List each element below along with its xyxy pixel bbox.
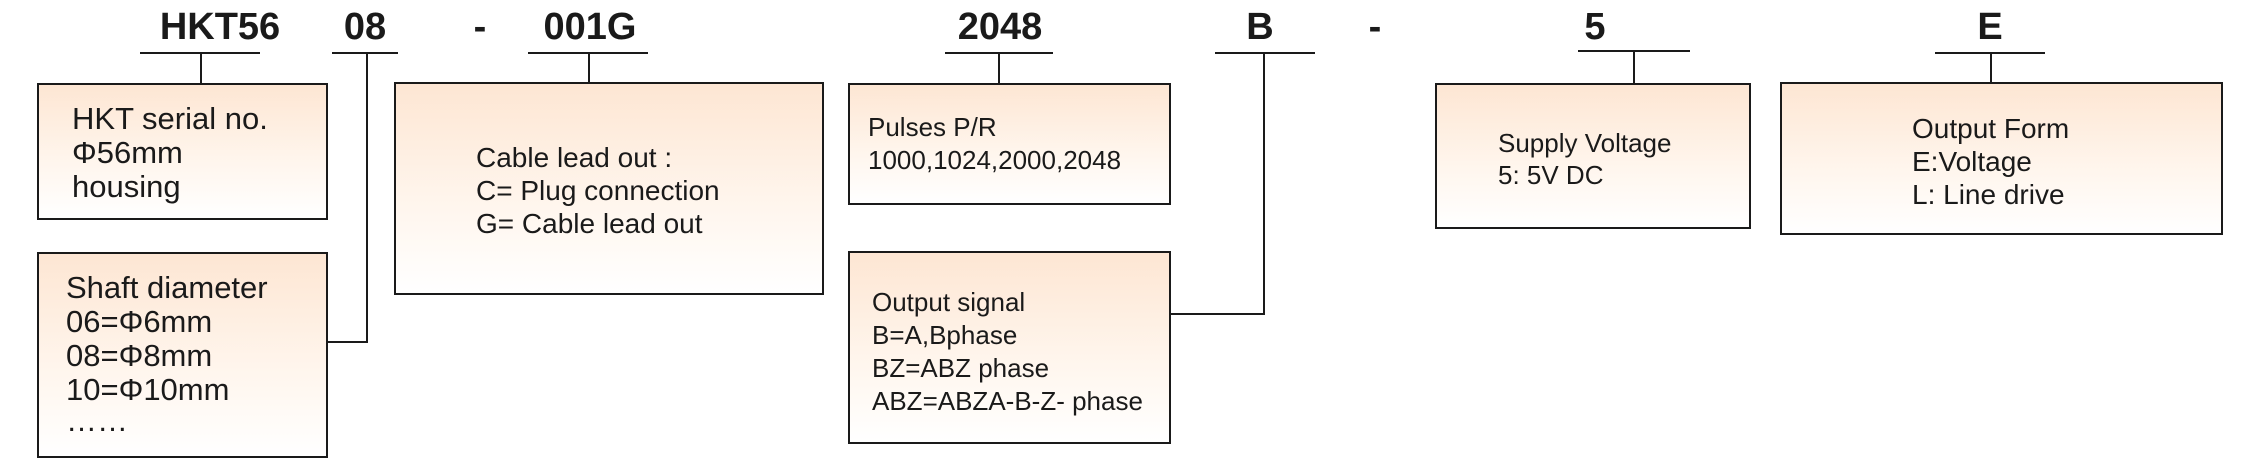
code-voltage: 5 [1584, 6, 1606, 48]
output-line-1: Output Form [1912, 113, 2070, 144]
cable-line-2: C= Plug connection [476, 175, 720, 206]
code-shaft: 08 [343, 6, 387, 48]
connector-cable [588, 52, 590, 82]
signal-line-3: BZ=ABZ phase [872, 353, 1050, 383]
box-cable: Cable lead out : C= Plug connection G= C… [394, 82, 824, 295]
shaft-line-2: 06=Φ6mm [66, 304, 213, 339]
voltage-line-1: Supply Voltage [1498, 128, 1672, 158]
connector-output [1990, 52, 1992, 83]
connector-voltage [1633, 50, 1635, 83]
series-line-1: HKT serial no. [72, 101, 268, 136]
connector-series [200, 52, 202, 84]
underline-signal [1215, 52, 1315, 54]
underline-shaft [332, 52, 398, 54]
pulses-line-1: Pulses P/R [868, 112, 997, 142]
voltage-line-2: 5: 5V DC [1498, 160, 1604, 190]
box-output: Output Form E:Voltage L: Line drive [1780, 82, 2223, 235]
connector-shaft-vertical [366, 52, 368, 343]
connector-shaft-horizontal [328, 341, 368, 343]
box-signal: Output signal B=A,Bphase BZ=ABZ phase AB… [848, 251, 1171, 444]
output-line-2: E:Voltage [1912, 146, 2032, 177]
code-signal: B [1246, 6, 1274, 48]
shaft-line-3: 08=Φ8mm [66, 338, 213, 373]
code-output: E [1977, 6, 2003, 48]
box-shaft: Shaft diameter 06=Φ6mm 08=Φ8mm 10=Φ10mm … [37, 252, 328, 458]
series-line-2: Φ56mm [72, 135, 183, 170]
connector-pulses [998, 52, 1000, 83]
code-series: HKT56 [159, 6, 281, 48]
code-dash-2: - [1368, 6, 1382, 48]
connector-signal-horizontal [1171, 313, 1265, 315]
signal-line-2: B=A,Bphase [872, 320, 1018, 350]
box-series: HKT serial no. Φ56mm housing [37, 83, 328, 220]
cable-line-3: G= Cable lead out [476, 208, 703, 239]
signal-line-1: Output signal [872, 287, 1026, 317]
pulses-line-2: 1000,1024,2000,2048 [868, 145, 1122, 175]
box-voltage: Supply Voltage 5: 5V DC [1435, 83, 1751, 229]
series-line-3: housing [72, 169, 181, 204]
code-pulses: 2048 [957, 6, 1043, 48]
signal-line-4: ABZ=ABZA-B-Z- phase [872, 386, 1143, 416]
output-line-3: L: Line drive [1912, 179, 2065, 210]
connector-signal-vertical [1263, 52, 1265, 315]
code-dash-1: - [473, 6, 487, 48]
shaft-line-1: Shaft diameter [66, 270, 268, 305]
shaft-line-4: 10=Φ10mm [66, 372, 230, 407]
cable-line-1: Cable lead out : [476, 142, 673, 173]
code-cable: 001G [543, 6, 637, 48]
box-pulses: Pulses P/R 1000,1024,2000,2048 [848, 83, 1171, 205]
shaft-line-5: …… [66, 403, 128, 438]
